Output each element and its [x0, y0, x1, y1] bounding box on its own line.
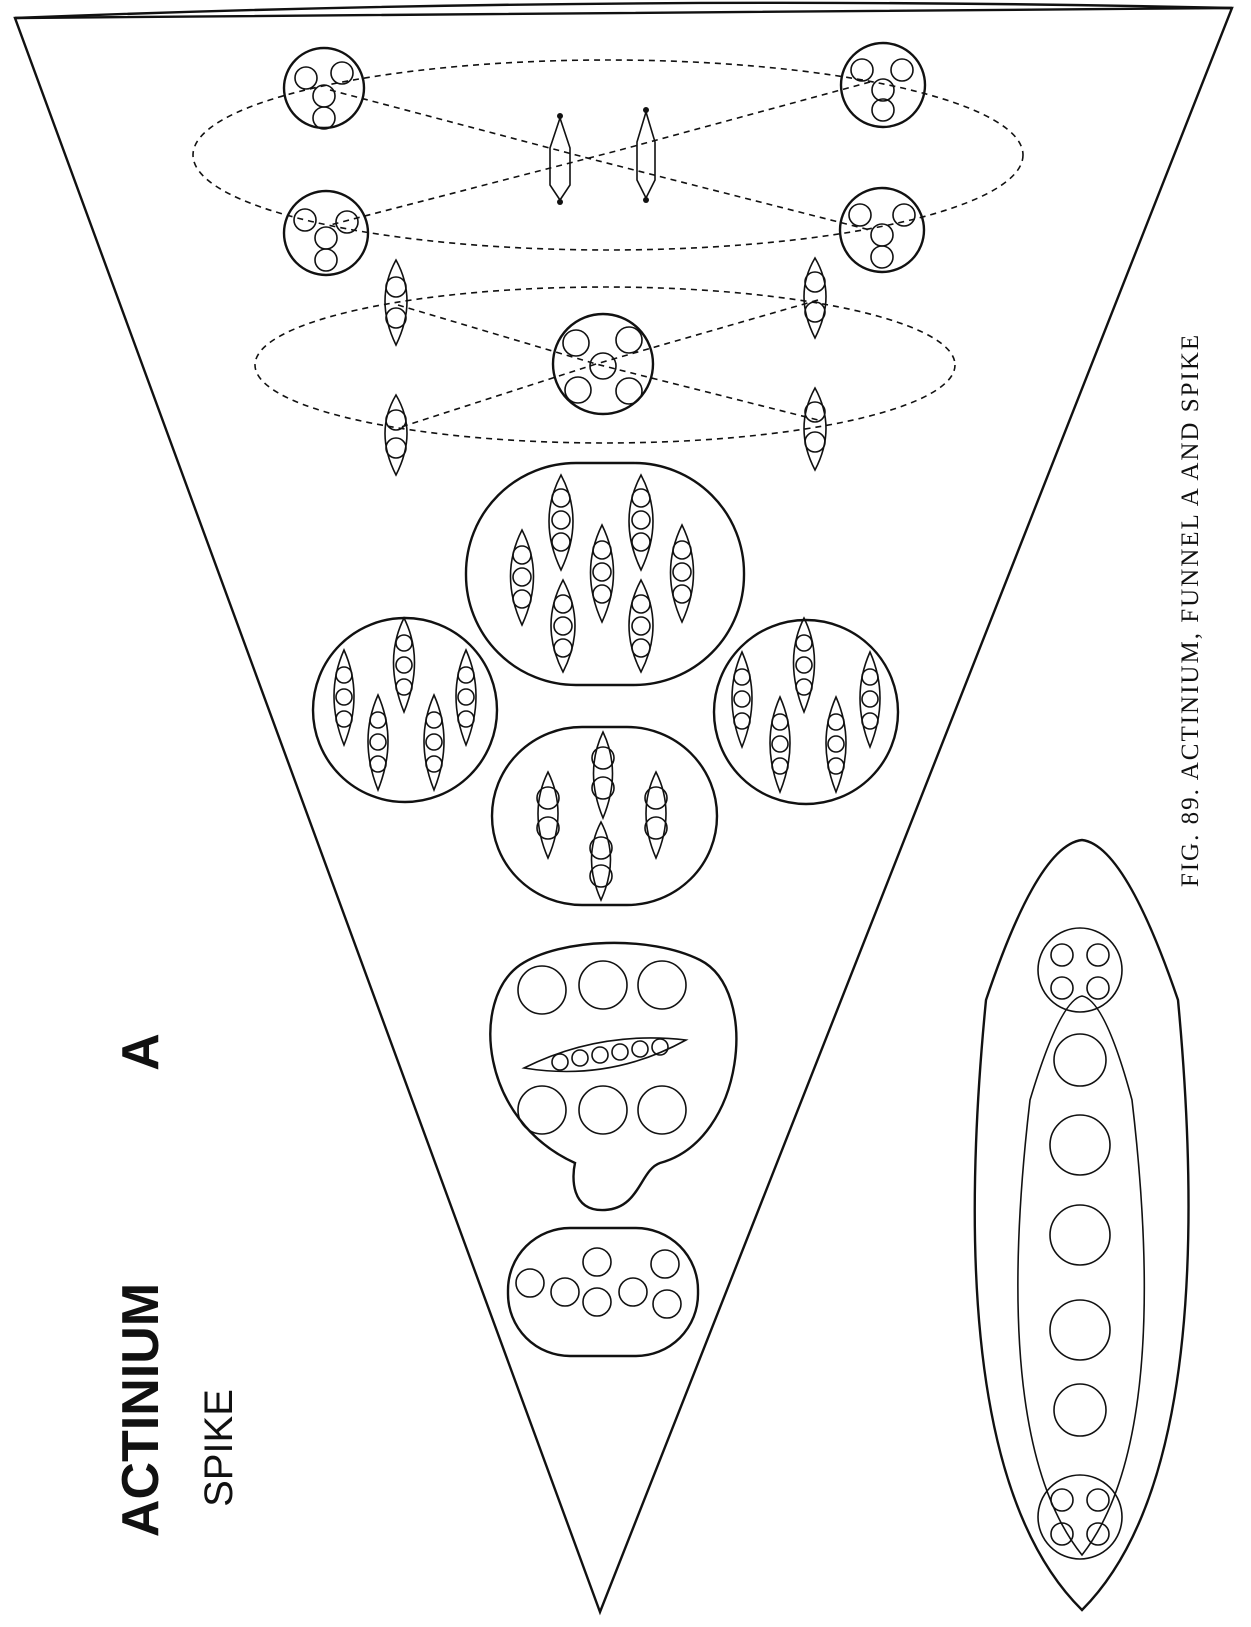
capsule-right-upper: [803, 256, 827, 340]
upper-dashed-ring: [192, 59, 1024, 251]
central-spindles: [549, 107, 656, 205]
center-sphere: [551, 312, 655, 416]
capsule-left-lower: [384, 393, 408, 477]
title-label: ACTINIUM: [112, 1283, 170, 1537]
top-right-sphere: [839, 41, 927, 129]
spike: [973, 838, 1190, 1612]
figure-caption: FIG. 89. ACTINIUM, FUNNEL A AND SPIKE: [1177, 333, 1204, 887]
spike-label: SPIKE: [197, 1389, 241, 1507]
funnel-outline: [13, 1, 1234, 1616]
lower-chamber: [489, 941, 738, 1212]
base-chamber: [506, 1226, 700, 1358]
mid-left-sphere: [282, 189, 370, 277]
middle-chamber: [490, 725, 719, 907]
letter-label: A: [112, 1033, 170, 1071]
capsule-right-lower: [803, 386, 827, 472]
upper-chamber: [464, 461, 746, 687]
left-chamber: [311, 616, 499, 804]
right-chamber: [712, 616, 900, 806]
capsule-left-upper: [384, 258, 408, 347]
lower-dashed-ring: [254, 286, 956, 444]
mid-right-sphere: [838, 186, 926, 274]
top-left-sphere: [282, 46, 366, 130]
